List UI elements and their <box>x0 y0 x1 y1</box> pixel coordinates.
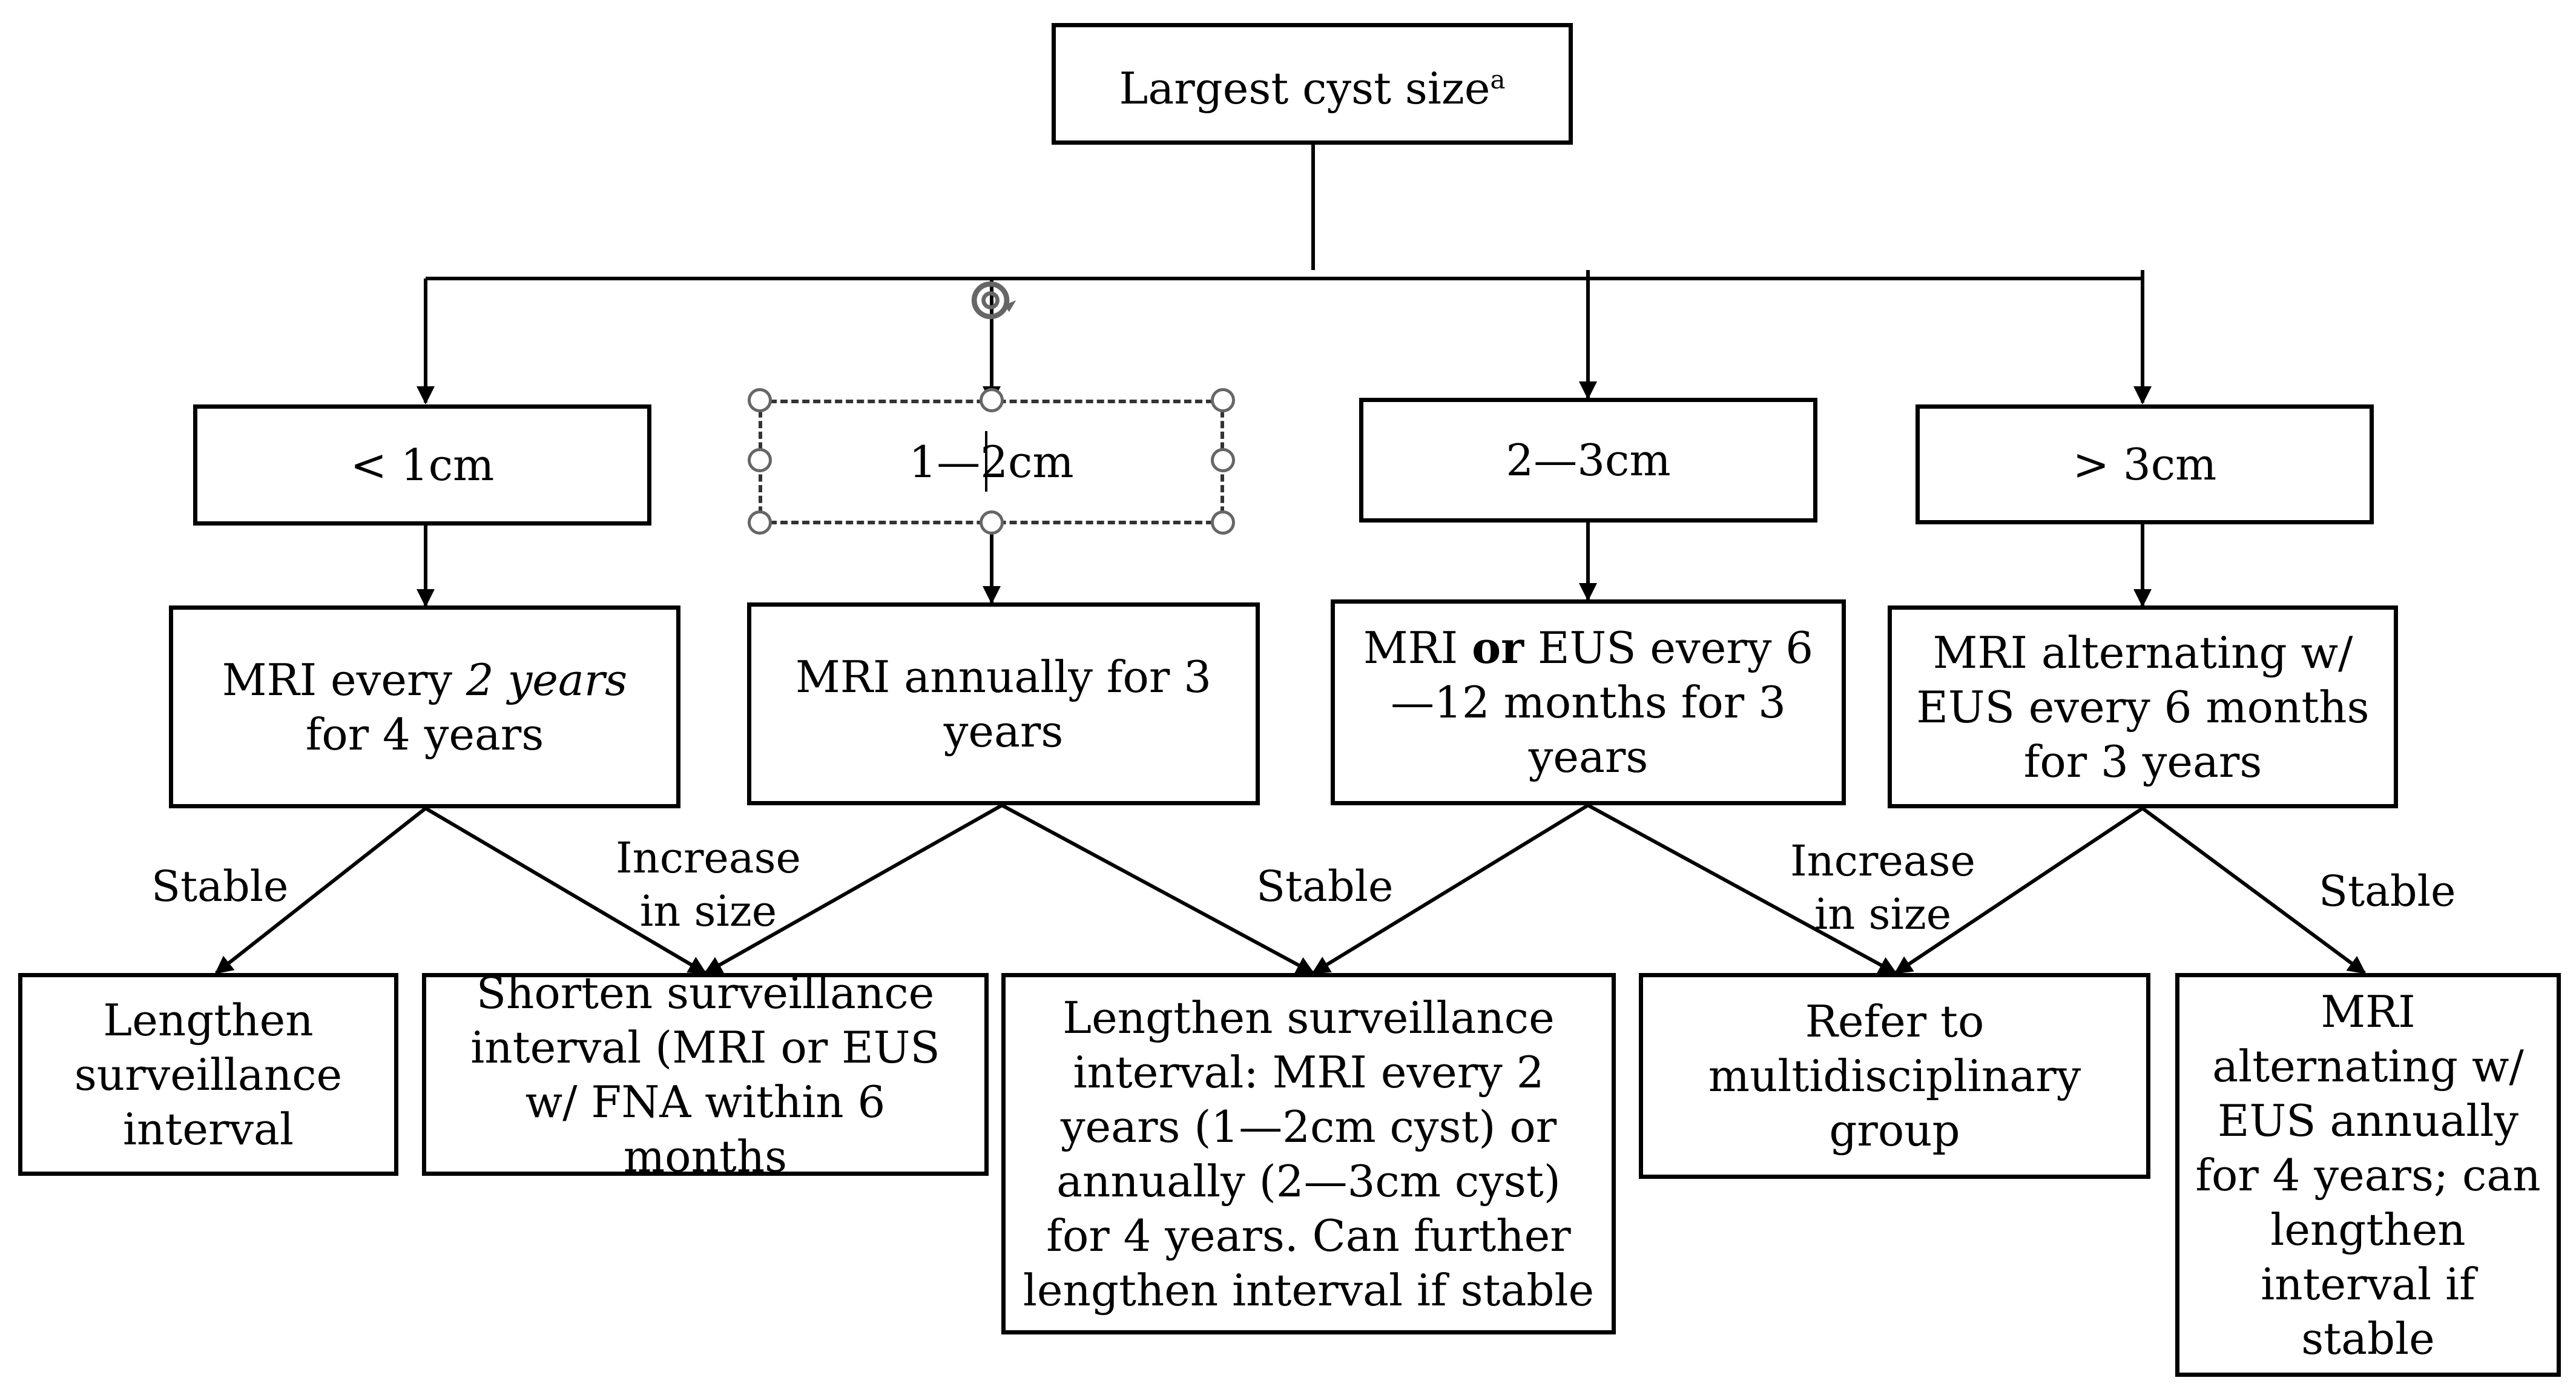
root-label: Largest cyst sizea <box>1119 62 1506 114</box>
surveillance-node-2to3: MRI or EUS every 6—12 months for 3 years <box>1331 599 1846 805</box>
surveillance-node-lt1: MRI every 2 years for 4 years <box>169 605 680 808</box>
resize-handle-top-left[interactable] <box>748 388 772 412</box>
surveillance-label-2to3: MRI or EUS every 6—12 months for 3 years <box>1363 622 1814 782</box>
outcome-shorten-label: Shorten surveillance interval (MRI or EU… <box>470 967 940 1182</box>
outcome-refer-label: Refer to multidisciplinary group <box>1708 996 2081 1156</box>
root-node: Largest cyst sizea <box>1052 23 1573 145</box>
edge-2to3-stable <box>1311 803 1589 975</box>
outcome-refer: Refer to multidisciplinary group <box>1639 973 2150 1179</box>
edge-1to2-increase <box>703 803 1003 975</box>
edge-2to3-increase <box>1587 803 1897 975</box>
text-cursor <box>985 431 987 492</box>
root-superscript: a <box>1490 64 1506 94</box>
edge-label-stable-lt1: Stable <box>151 862 289 911</box>
surveillance-label-lt1: MRI every 2 years for 4 years <box>222 654 628 760</box>
outcome-lengthen-detail: Lengthen surveillance interval: MRI ever… <box>1001 973 1616 1334</box>
surveillance-label-gt3: MRI alternating w/ EUS every 6 months fo… <box>1916 627 2370 787</box>
edge-lt1-stable <box>214 806 427 975</box>
edge-label-increase-1: Increase in size <box>616 833 801 936</box>
resize-handle-bottom[interactable] <box>980 510 1004 535</box>
size-node-gt3: > 3cm <box>1916 404 2374 524</box>
size-label-1to2: 1—2cm <box>909 437 1074 487</box>
resize-handle-bottom-left[interactable] <box>748 510 772 535</box>
size-label-lt1: < 1cm <box>350 440 495 490</box>
outcome-lengthen-label: Lengthen surveillance interval <box>74 994 343 1155</box>
edge-gt3-stable <box>2141 806 2367 975</box>
resize-handle-right[interactable] <box>1211 448 1235 472</box>
surveillance-label-1to2: MRI annually for 3 years <box>796 651 1211 757</box>
edge-label-stable-gt3: Stable <box>2319 866 2456 916</box>
size-node-lt1: < 1cm <box>193 404 651 526</box>
outcome-lengthen: Lengthen surveillance interval <box>18 973 398 1176</box>
surveillance-node-gt3: MRI alternating w/ EUS every 6 months fo… <box>1888 605 2398 808</box>
size-label-gt3: > 3cm <box>2072 439 2217 490</box>
outcome-shorten: Shorten surveillance interval (MRI or EU… <box>422 968 989 1182</box>
resize-handle-left[interactable] <box>748 448 772 472</box>
edge-gt3-increase <box>1894 806 2144 975</box>
size-node-1to2[interactable]: 1—2cm <box>759 400 1224 524</box>
edge-lt1-increase <box>424 806 707 975</box>
size-node-2to3: 2—3cm <box>1359 398 1817 523</box>
outcome-alternating: MRI alternating w/ EUS annually for 4 ye… <box>2175 973 2561 1377</box>
resize-handle-top-right[interactable] <box>1211 388 1235 412</box>
rotate-handle-icon[interactable] <box>963 271 1021 329</box>
edge-label-increase-2: Increase in size <box>1790 836 1975 939</box>
size-label-2to3: 2—3cm <box>1506 435 1671 486</box>
outcome-alternating-label: MRI alternating w/ EUS annually for 4 ye… <box>2195 986 2541 1364</box>
outcome-lengthen-detail-label: Lengthen surveillance interval: MRI ever… <box>1023 992 1595 1316</box>
resize-handle-top[interactable] <box>980 388 1004 412</box>
edge-label-stable-1to2: Stable <box>1256 862 1394 911</box>
surveillance-node-1to2: MRI annually for 3 years <box>747 602 1260 805</box>
edge-1to2-stable <box>1001 803 1315 975</box>
resize-handle-bottom-right[interactable] <box>1211 510 1235 535</box>
